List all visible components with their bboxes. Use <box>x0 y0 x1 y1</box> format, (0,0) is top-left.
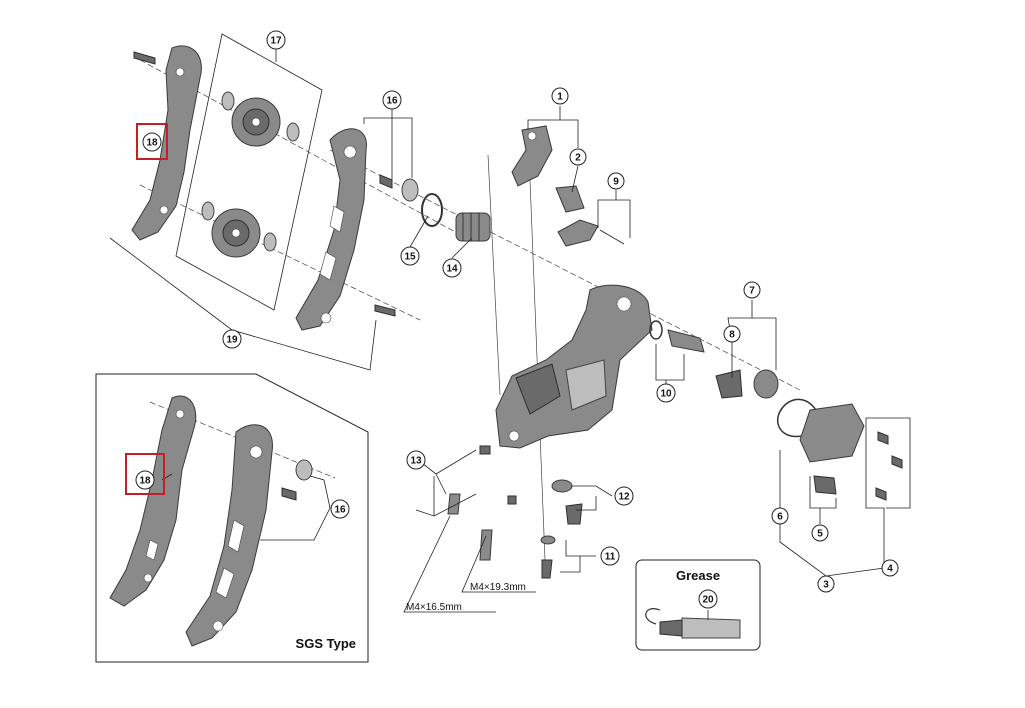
callout-2-label: 2 <box>575 153 581 164</box>
motor-unit <box>776 398 903 501</box>
callout-20[interactable]: 20 <box>698 589 718 609</box>
callout-16-upper-label: 16 <box>386 96 398 107</box>
callout-8[interactable]: 8 <box>723 325 741 343</box>
callout-20-label: 20 <box>702 595 714 606</box>
guide-pulley <box>221 91 300 147</box>
tension-pulley <box>201 201 277 258</box>
callout-15-label: 15 <box>404 252 416 263</box>
callout-6-label: 6 <box>777 512 783 523</box>
callout-6[interactable]: 6 <box>771 507 789 525</box>
callout-17[interactable]: 17 <box>266 30 286 50</box>
highlight-box-18-inset <box>125 453 165 495</box>
callout-7[interactable]: 7 <box>743 281 761 299</box>
inner-cage-plate <box>295 128 419 331</box>
callout-8-label: 8 <box>729 330 735 341</box>
callout-16-inset[interactable]: 16 <box>330 499 350 519</box>
callout-15[interactable]: 15 <box>400 246 420 266</box>
sgs-inset-panel <box>95 373 369 663</box>
callout-12-label: 12 <box>618 492 630 503</box>
grease-title: Grease <box>676 568 720 583</box>
callout-17-label: 17 <box>270 36 282 47</box>
callout-9-label: 9 <box>613 177 619 188</box>
leader-lines <box>109 33 911 613</box>
upper-link-parts <box>511 125 625 247</box>
fixing-bolts <box>447 445 583 579</box>
callout-18-inset-label: 18 <box>139 476 151 487</box>
callout-5-label: 5 <box>817 529 823 540</box>
callout-16-inset-label: 16 <box>334 505 346 516</box>
callout-1[interactable]: 1 <box>551 87 569 105</box>
b-axle-parts <box>649 320 779 399</box>
callout-11[interactable]: 11 <box>600 546 620 566</box>
inset-title: SGS Type <box>296 636 356 651</box>
callout-3-label: 3 <box>823 580 829 591</box>
dimension-label-short: M4×16.5mm <box>406 602 462 613</box>
callout-3[interactable]: 3 <box>817 575 835 593</box>
tension-spring <box>455 212 491 242</box>
callout-4-label: 4 <box>887 564 893 575</box>
highlight-box-18-upper <box>136 123 168 160</box>
callout-5[interactable]: 5 <box>811 524 829 542</box>
callout-11-label: 11 <box>605 552 616 563</box>
callout-12[interactable]: 12 <box>614 486 634 506</box>
callout-18-inset[interactable]: 18 <box>135 470 155 490</box>
grease-box <box>635 559 761 651</box>
callout-10-label: 10 <box>660 389 672 400</box>
callout-7-label: 7 <box>749 286 755 297</box>
callout-19[interactable]: 19 <box>222 329 242 349</box>
callout-13-label: 13 <box>410 456 422 467</box>
callout-16-upper[interactable]: 16 <box>382 90 402 110</box>
callout-14-label: 14 <box>446 264 458 275</box>
callout-10[interactable]: 10 <box>656 383 676 403</box>
callout-18-upper-label: 18 <box>146 138 158 149</box>
snap-ring <box>421 193 443 227</box>
callout-1-label: 1 <box>557 92 563 103</box>
callout-14[interactable]: 14 <box>442 258 462 278</box>
callout-13[interactable]: 13 <box>406 450 426 470</box>
callout-18-upper[interactable]: 18 <box>142 132 162 152</box>
dimension-label-long: M4×19.3mm <box>470 582 526 593</box>
callout-19-label: 19 <box>226 335 238 346</box>
callout-9[interactable]: 9 <box>607 172 625 190</box>
callout-4[interactable]: 4 <box>881 559 899 577</box>
derailleur-body <box>495 284 653 449</box>
callout-2[interactable]: 2 <box>569 148 587 166</box>
